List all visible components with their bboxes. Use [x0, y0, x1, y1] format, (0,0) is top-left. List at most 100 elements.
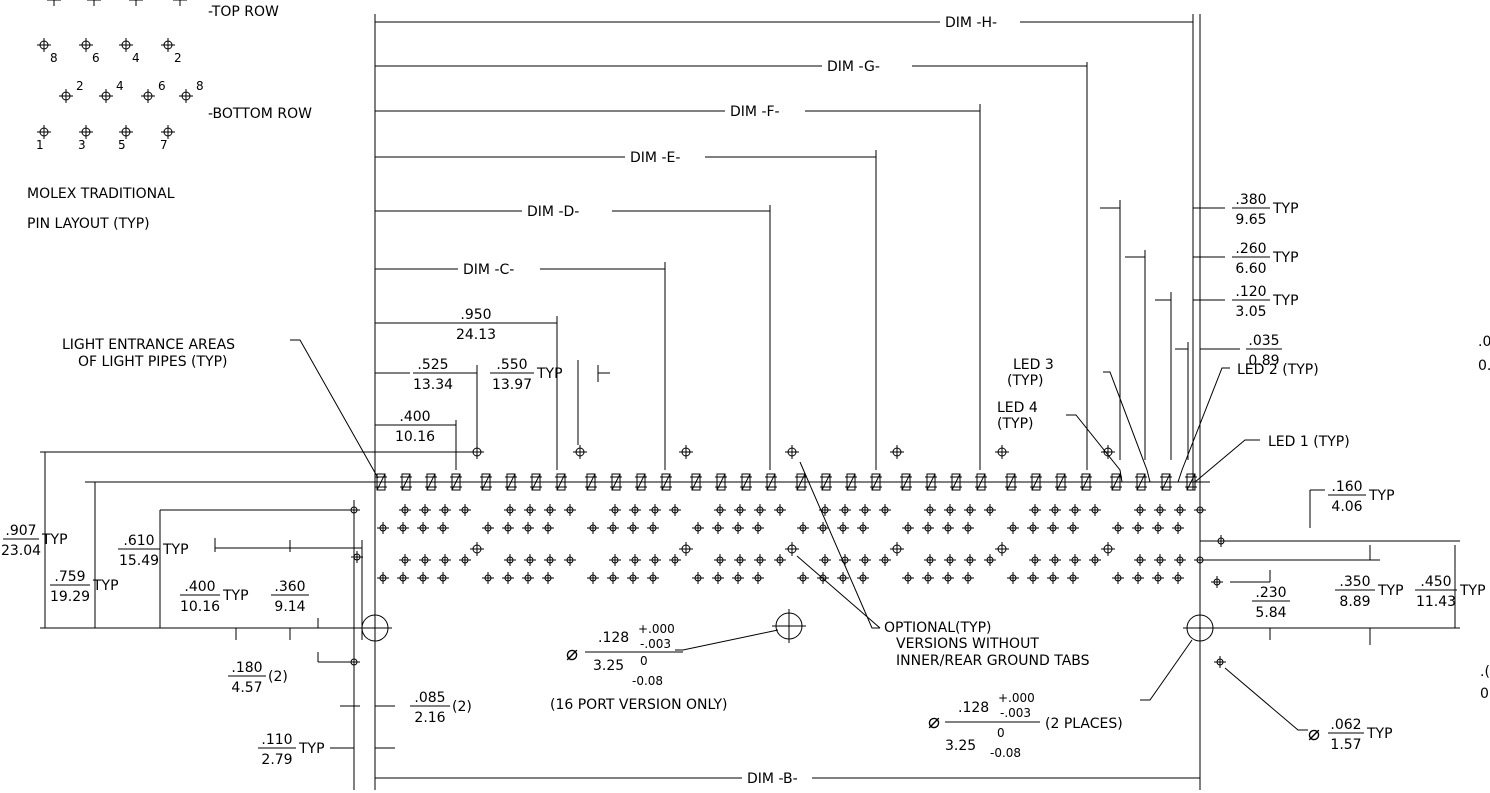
legend-pin-number: 4	[132, 51, 140, 65]
dim-g-label: DIM -G-	[827, 59, 880, 75]
signal-pin	[1193, 503, 1207, 517]
signal-pin	[646, 521, 660, 535]
ground-tab-middle	[678, 541, 694, 557]
dim-350-typ-suffix: TYP	[1377, 583, 1404, 599]
ground-tab-top	[1100, 444, 1116, 460]
annotations: LIGHT ENTRANCE AREAS OF LIGHT PIPES (TYP…	[62, 334, 1490, 760]
dim-230-mm: 5.84	[1255, 605, 1286, 621]
edge-frac2-top: .(	[1480, 664, 1490, 680]
signal-pin	[836, 521, 850, 535]
dim-062-typ-mm: 1.57	[1330, 737, 1361, 753]
led3-label: LED 3	[1013, 357, 1054, 373]
connector-outline	[40, 14, 1460, 790]
ground-tab-middle	[994, 541, 1010, 557]
dim-f-label: DIM -F-	[730, 104, 780, 120]
signal-pin	[501, 571, 515, 585]
legend-pin-bottom-upper-2	[58, 88, 74, 104]
signal-pin	[376, 521, 390, 535]
center-hole-note: (16 PORT VERSION ONLY)	[550, 697, 727, 713]
signal-pin	[836, 571, 850, 585]
signal-pin	[586, 571, 600, 585]
signal-pin	[521, 521, 535, 535]
dim-400-top-mm: 10.16	[395, 429, 435, 445]
legend-pin-number: 1	[36, 138, 44, 152]
signal-pin	[901, 521, 915, 535]
dim-550-typ-mm: 13.97	[492, 377, 532, 393]
dim-062-typ-inch: .062	[1330, 717, 1361, 733]
led-light-pipe	[764, 473, 778, 491]
center-hole-tol-minus: -.003	[640, 637, 671, 651]
led-light-pipe	[1159, 473, 1173, 491]
led-light-pipe	[844, 473, 858, 491]
signal-pin	[1068, 503, 1082, 517]
ground-tab-middle	[469, 541, 485, 557]
led-light-pipe	[974, 473, 988, 491]
signal-pin	[838, 503, 852, 517]
signal-pin	[921, 521, 935, 535]
dim-d-label: DIM -D-	[527, 204, 579, 220]
signal-pin	[1153, 553, 1167, 567]
dim-160-typ-mm: 4.06	[1331, 499, 1362, 515]
legend-pin-number: 4	[116, 79, 124, 93]
signal-pin	[416, 521, 430, 535]
led-light-pipe	[1029, 473, 1043, 491]
signal-pin	[398, 503, 412, 517]
led2-label: LED 2 (TYP)	[1237, 362, 1319, 378]
led-light-pipe	[949, 473, 963, 491]
signal-pin	[563, 503, 577, 517]
led-light-pipe	[554, 473, 568, 491]
signal-pin	[1111, 521, 1125, 535]
dim-e-label: DIM -E-	[630, 150, 680, 166]
dim-759-typ-mm: 19.29	[50, 589, 90, 605]
vertical-dimensions-right	[1200, 489, 1460, 645]
dim-180-2-inch: .180	[231, 660, 262, 676]
dim-450-typ-inch: .450	[1420, 574, 1451, 590]
legend-pin-top-4	[118, 37, 134, 53]
right-hole-metric: 3.25	[945, 738, 976, 754]
signal-pin	[543, 503, 557, 517]
legend-pin-number: 6	[92, 51, 100, 65]
signal-pin	[943, 553, 957, 567]
signal-pin	[733, 503, 747, 517]
led-light-pipe	[794, 473, 808, 491]
optional-label-2: VERSIONS WITHOUT	[896, 636, 1039, 652]
signal-pin	[1131, 571, 1145, 585]
optional-label-1: OPTIONAL(TYP)	[884, 620, 991, 636]
right-hole-tol-minus: -.003	[1000, 706, 1031, 720]
signal-pin	[563, 553, 577, 567]
led1-label: LED 1 (TYP)	[1268, 434, 1350, 450]
signal-pin	[961, 521, 975, 535]
led-light-pipe	[529, 473, 543, 491]
signal-pin	[878, 503, 892, 517]
led4-label: LED 4	[997, 400, 1038, 416]
dim-180-2-suffix: (2)	[268, 669, 288, 685]
signal-pin	[608, 503, 622, 517]
led-light-pipe	[924, 473, 938, 491]
led-light-pipe	[659, 473, 673, 491]
led-light-pipe	[689, 473, 703, 491]
leader-lines	[290, 339, 1308, 731]
legend-pin-number: 8	[50, 51, 58, 65]
dim-610-typ-mm: 15.49	[119, 553, 159, 569]
signal-pin	[1088, 553, 1102, 567]
ground-tab-pins	[469, 444, 1116, 557]
dim-360-inch: .360	[274, 579, 305, 595]
ground-tab-middle	[1100, 541, 1116, 557]
dim-759-typ-inch: .759	[54, 569, 85, 585]
mounting-holes	[347, 503, 1228, 669]
legend-pin-top-8	[36, 37, 52, 53]
pin-layout-title-line1: MOLEX TRADITIONAL	[27, 186, 175, 202]
led-light-pipe	[739, 473, 753, 491]
signal-pin	[858, 553, 872, 567]
signal-pin	[503, 553, 517, 567]
signal-pin	[1131, 521, 1145, 535]
dim-525-mm: 13.34	[413, 377, 453, 393]
